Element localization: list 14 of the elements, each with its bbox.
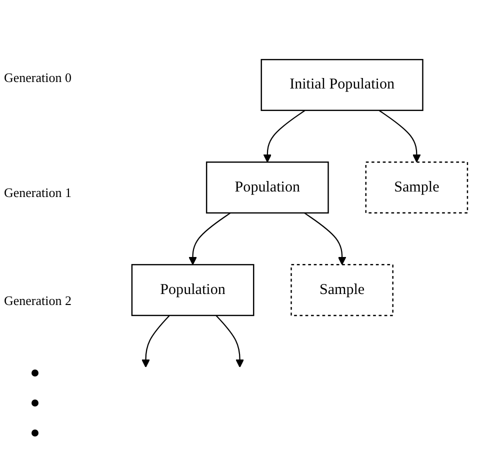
node-box: Sample bbox=[290, 264, 394, 316]
arrow bbox=[304, 212, 346, 266]
arrow bbox=[188, 212, 231, 266]
generation-label: Generation 2 bbox=[4, 293, 72, 309]
arrow bbox=[263, 110, 306, 162]
node-box: Sample bbox=[365, 162, 468, 214]
generation-label: Generation 0 bbox=[4, 70, 72, 86]
arrow bbox=[378, 110, 421, 162]
generation-label: Generation 1 bbox=[4, 185, 72, 201]
arrow bbox=[216, 315, 244, 368]
node-box: Population bbox=[206, 162, 329, 214]
arrow bbox=[142, 315, 170, 368]
node-box: Population bbox=[131, 264, 254, 316]
node-box: Initial Population bbox=[260, 58, 424, 111]
